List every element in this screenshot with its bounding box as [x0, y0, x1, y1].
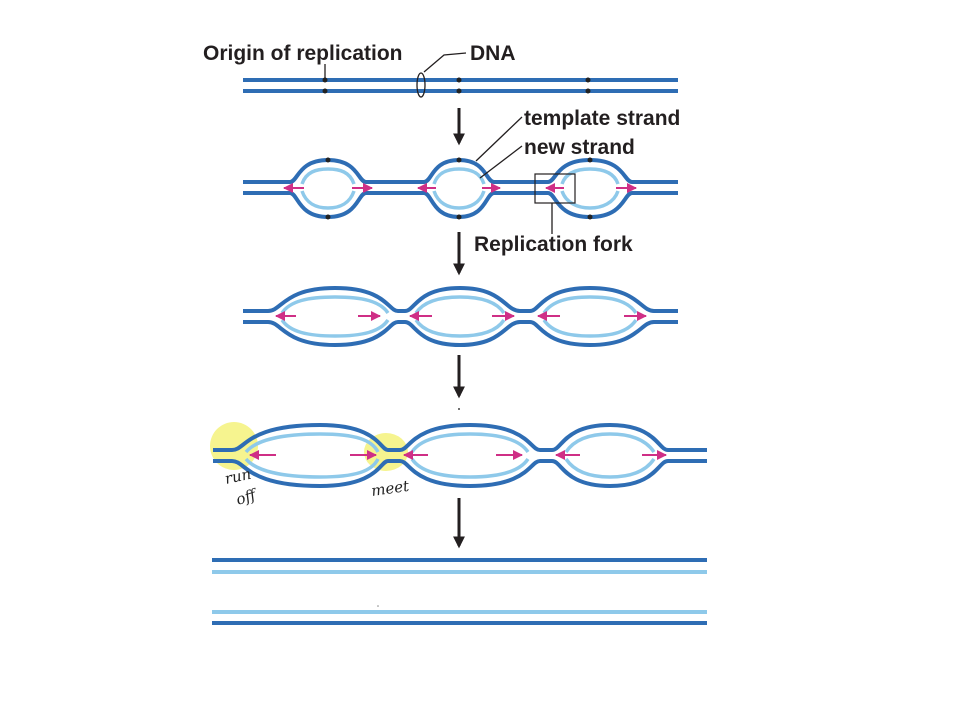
origin-label: Origin of replication: [203, 42, 403, 65]
stray-dot: [377, 605, 379, 607]
origin-dot: [456, 77, 462, 83]
row-2-bubbles: [243, 157, 678, 220]
new-strand-label: new strand: [524, 136, 635, 159]
dna-leader: [423, 52, 467, 73]
row-4-bubbles: [210, 422, 707, 489]
run-off-note-line2: off: [234, 485, 261, 509]
template-leader: [475, 116, 523, 162]
meet-note: meet: [370, 477, 411, 500]
new-strand-leader: [479, 145, 523, 179]
replication-fork-box: [534, 173, 576, 204]
dna-ellipse-marker: [416, 72, 426, 98]
replication-fork-label: Replication fork: [474, 233, 633, 256]
origin-dot: [322, 88, 328, 94]
daughter-molecule-2: [212, 610, 707, 625]
origin-dot: [585, 88, 591, 94]
origin-dot: [585, 77, 591, 83]
stray-dot: [458, 408, 460, 410]
origin-dot: [456, 88, 462, 94]
run-off-note-line1: run: [223, 465, 253, 488]
daughter-molecule-1: [212, 558, 707, 574]
highlight-run-off: [210, 422, 258, 470]
template-strand-label: template strand: [524, 107, 680, 130]
dna-label: DNA: [470, 42, 516, 65]
row-1-dna: [243, 72, 678, 98]
row-3-bubbles: [243, 285, 678, 348]
